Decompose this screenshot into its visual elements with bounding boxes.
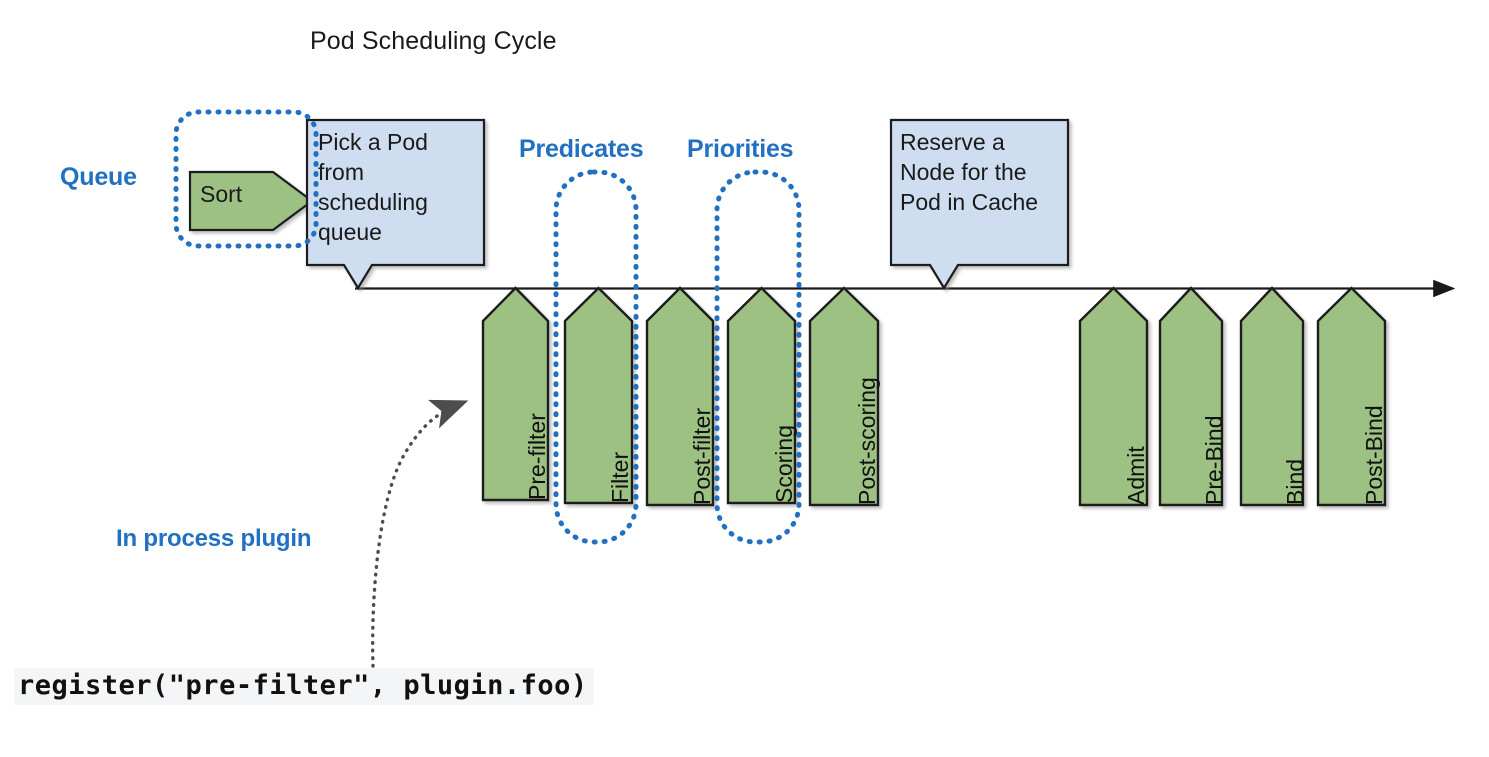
stage-shape-post-scoring[interactable]	[808, 286, 880, 507]
group-outline-priorities	[714, 169, 802, 545]
callout-text-pick-a-pod: Pick a Pod from scheduling queue	[318, 129, 428, 245]
group-outline-predicates	[553, 169, 639, 545]
page-title: Pod Scheduling Cycle	[310, 27, 557, 55]
stage-label-admit: Admit	[1123, 446, 1149, 505]
stage-label-filter: Filter	[607, 451, 633, 503]
code-snippet: register("pre-filter", plugin.foo)	[14, 668, 594, 705]
stage-label-bind: Bind	[1282, 458, 1308, 505]
binding-stage-shapes	[1078, 286, 1387, 507]
stage-shape-pre-filter[interactable]	[481, 286, 550, 502]
stage-label-post-scoring: Post-scoring	[854, 377, 880, 505]
stage-shape-pre-bind[interactable]	[1158, 286, 1224, 507]
callout-shape-pick-a-pod	[305, 118, 486, 291]
stage-shape-post-bind[interactable]	[1316, 286, 1387, 507]
stage-label-post-bind: Post-Bind	[1361, 405, 1387, 505]
group-label-queue: Queue	[60, 163, 137, 191]
stage-shape-scoring[interactable]	[726, 286, 797, 505]
group-label-predicates: Predicates	[519, 135, 644, 163]
stage-label-pre-bind: Pre-Bind	[1201, 415, 1227, 505]
stage-label-post-filter: Post-filter	[689, 407, 715, 505]
stage-shape-admit[interactable]	[1078, 286, 1149, 507]
sort-shape-label: Sort	[200, 181, 243, 207]
callout-text-reserve-node: Reserve a Node for the Pod in Cache	[900, 129, 1039, 215]
stage-shape-post-filter[interactable]	[645, 286, 715, 507]
plugin-registration-arrow	[371, 399, 469, 668]
annotation-in-process-plugin: In process plugin	[116, 525, 312, 552]
group-label-priorities: Priorities	[687, 135, 794, 163]
callout-shape-reserve-node	[889, 118, 1070, 291]
group-outline-queue	[173, 109, 319, 249]
stage-label-pre-filter: Pre-filter	[524, 413, 550, 500]
scheduling-stage-shapes	[481, 286, 880, 507]
stage-shape-filter[interactable]	[563, 286, 634, 505]
stage-shape-bind[interactable]	[1239, 286, 1305, 507]
stage-label-scoring: Scoring	[771, 425, 797, 503]
sort-shape[interactable]	[188, 170, 314, 232]
